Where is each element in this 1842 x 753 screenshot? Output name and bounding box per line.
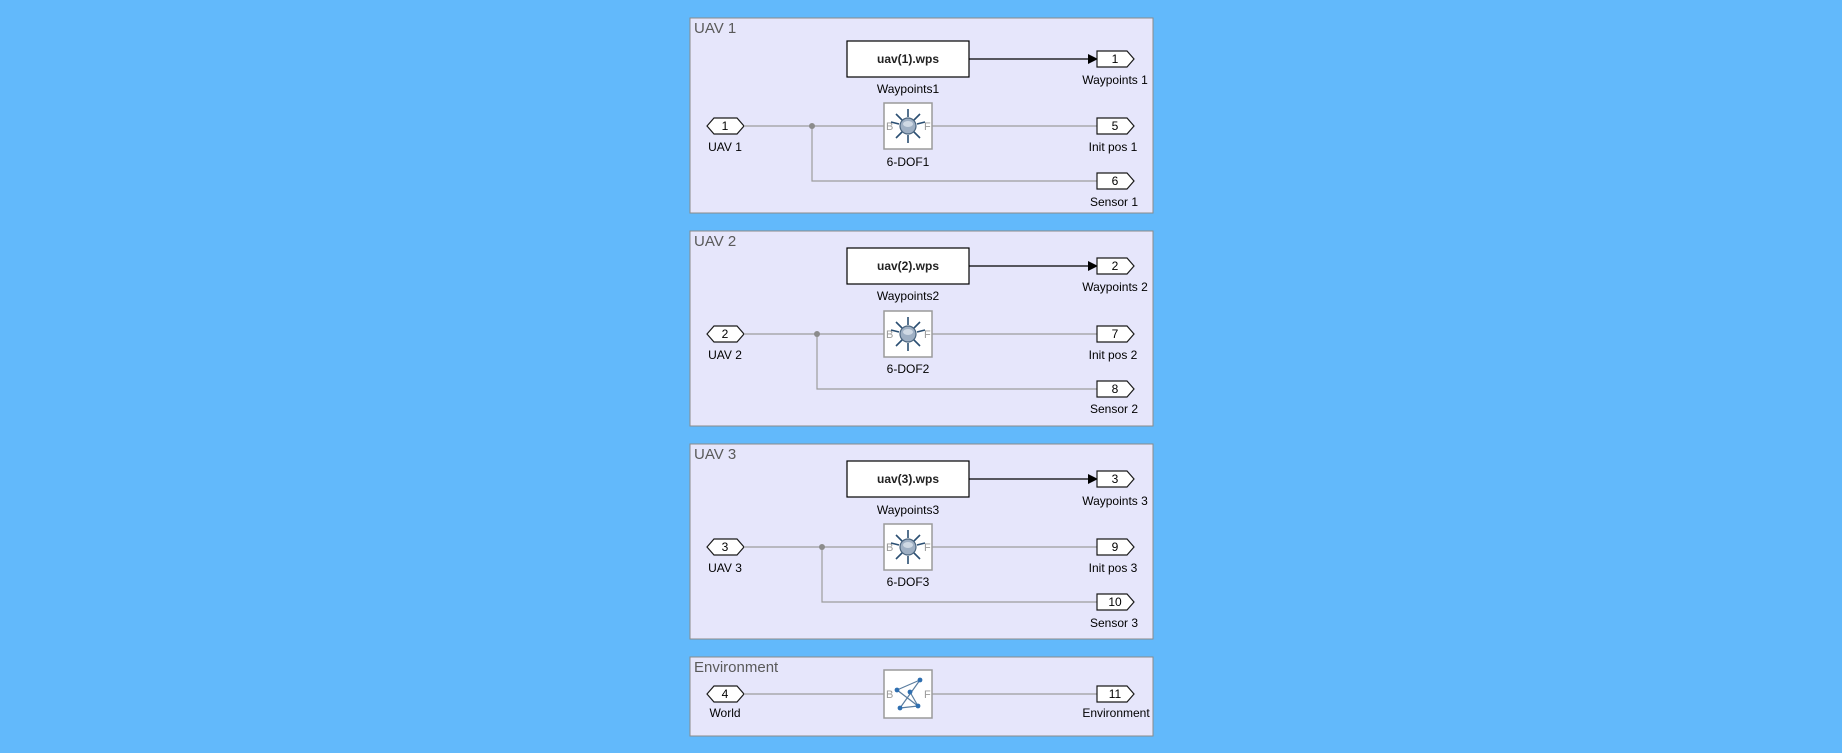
environment-block[interactable]: B F (883, 669, 933, 719)
inport-label: World (709, 706, 740, 720)
dof-block[interactable]: B F (883, 102, 933, 150)
waypoints-outport[interactable] (1096, 50, 1135, 68)
init-pos-outport[interactable] (1096, 325, 1135, 343)
block-out-letter: F (924, 689, 931, 701)
inport-label: UAV 2 (708, 348, 742, 362)
dof-block-label: 6-DOF3 (887, 575, 930, 589)
waypoints-block-label: Waypoints1 (877, 82, 940, 96)
dof-block[interactable]: B F (883, 523, 933, 571)
sensor-outport[interactable] (1096, 172, 1135, 190)
outport-label: Init pos 1 (1089, 140, 1138, 154)
area-uav-2[interactable]: UAV 2 uav(2).wps Waypoints2 2 Waypoints … (689, 230, 1154, 427)
outport-number: 1 (1112, 52, 1119, 66)
init-pos-outport[interactable] (1096, 117, 1135, 135)
outport-label: Waypoints 1 (1082, 73, 1148, 87)
block-in-letter: B (886, 689, 893, 701)
area-title: UAV 1 (694, 20, 736, 37)
sensor-outport[interactable] (1096, 380, 1135, 398)
waypoints-constant-block[interactable] (846, 460, 970, 498)
outport-number: 8 (1112, 382, 1119, 396)
outport-label: Environment (1082, 706, 1150, 720)
block-in-letter: B (886, 542, 893, 554)
dof-block[interactable]: B F (883, 310, 933, 358)
branch-junction (819, 544, 825, 550)
area-uav-1[interactable]: UAV 1 uav(1).wps Waypoints1 1 Waypoints … (689, 17, 1154, 214)
outport-label: Init pos 2 (1089, 348, 1138, 362)
inport-label: UAV 3 (708, 561, 742, 575)
inport-number: 4 (722, 687, 729, 701)
waypoints-value: uav(1).wps (877, 52, 939, 66)
outport-number: 6 (1112, 174, 1119, 188)
sensor-branch-line[interactable] (816, 334, 1097, 390)
outport-label: Waypoints 3 (1082, 494, 1148, 508)
environment-outport[interactable] (1096, 685, 1135, 703)
outport-number: 2 (1112, 259, 1119, 273)
outport-number: 10 (1108, 595, 1122, 609)
sensor-branch-line[interactable] (821, 547, 1097, 603)
outport-number: 7 (1112, 327, 1119, 341)
outport-label: Waypoints 2 (1082, 280, 1148, 294)
outport-number: 3 (1112, 472, 1119, 486)
outport-label: Sensor 2 (1090, 402, 1138, 416)
outport-number: 11 (1109, 687, 1122, 701)
sensor-outport[interactable] (1096, 593, 1135, 611)
branch-junction (809, 123, 815, 129)
block-out-letter: F (924, 329, 931, 341)
waypoints-outport[interactable] (1096, 470, 1135, 488)
waypoints-outport[interactable] (1096, 257, 1135, 275)
sensor-branch-line[interactable] (811, 126, 1097, 182)
scenario-network-icon (894, 677, 923, 711)
dof-block-label: 6-DOF2 (887, 362, 930, 376)
block-in-letter: B (886, 329, 893, 341)
inport-number: 3 (722, 540, 729, 554)
area-title: UAV 2 (694, 233, 736, 250)
outport-label: Sensor 1 (1090, 195, 1138, 209)
area-environment[interactable]: Environment 4 World B F 11 (689, 656, 1154, 737)
block-out-letter: F (924, 121, 931, 133)
outport-number: 9 (1112, 540, 1119, 554)
aircraft-icon (890, 109, 926, 143)
outport-label: Init pos 3 (1089, 561, 1138, 575)
waypoints-value: uav(3).wps (877, 472, 939, 486)
waypoints-block-label: Waypoints3 (877, 503, 940, 517)
aircraft-icon (890, 530, 926, 564)
waypoints-block-label: Waypoints2 (877, 289, 940, 303)
area-title: Environment (694, 659, 779, 676)
dof-block-label: 6-DOF1 (887, 155, 930, 169)
waypoints-value: uav(2).wps (877, 259, 939, 273)
block-out-letter: F (924, 542, 931, 554)
area-uav-3[interactable]: UAV 3 uav(3).wps Waypoints3 3 Waypoints … (689, 443, 1154, 640)
area-title: UAV 3 (694, 446, 736, 463)
inport-number: 2 (722, 327, 729, 341)
block-in-letter: B (886, 121, 893, 133)
init-pos-outport[interactable] (1096, 538, 1135, 556)
aircraft-icon (890, 317, 926, 351)
inport-number: 1 (722, 119, 729, 133)
outport-label: Sensor 3 (1090, 616, 1138, 630)
waypoints-constant-block[interactable] (846, 247, 970, 285)
inport-label: UAV 1 (708, 140, 742, 154)
waypoints-constant-block[interactable] (846, 40, 970, 78)
branch-junction (814, 331, 820, 337)
outport-number: 5 (1112, 119, 1119, 133)
